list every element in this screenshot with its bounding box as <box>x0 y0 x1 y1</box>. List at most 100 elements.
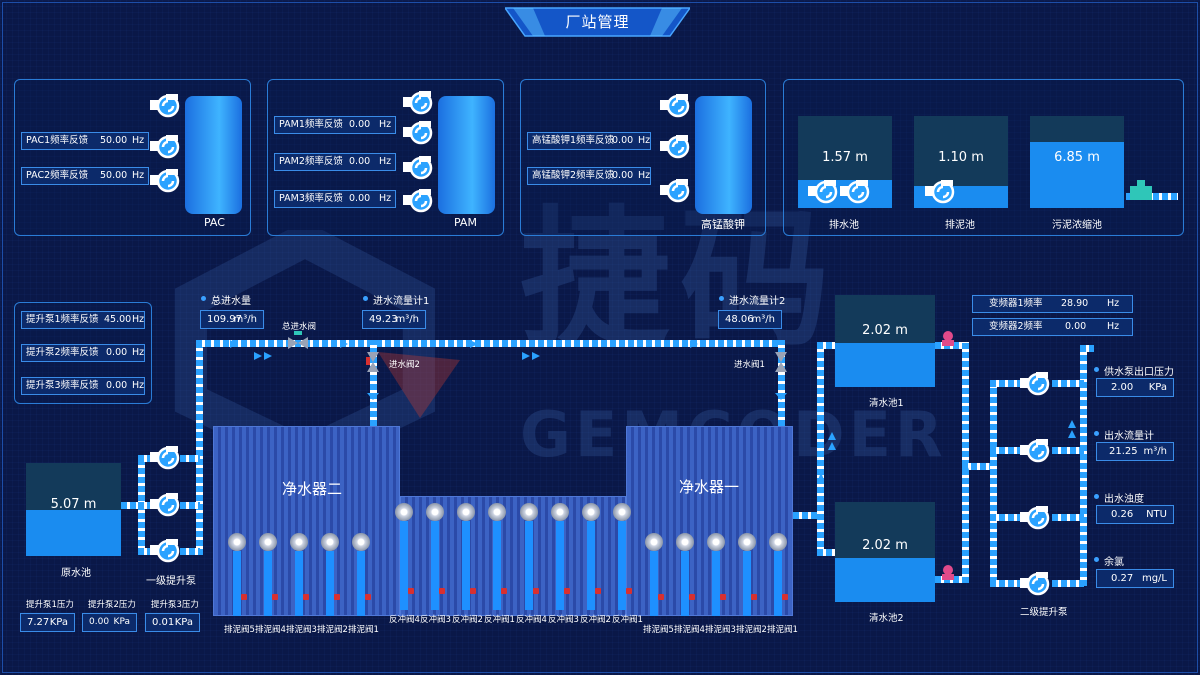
valve-label-m4: 反冲阀1 <box>484 615 515 625</box>
backwash-5-valve-icon[interactable] <box>533 588 539 594</box>
sludge-left-1-valve-icon[interactable] <box>241 594 247 600</box>
backwash-8-stem <box>618 521 626 610</box>
main-inlet-valve-icon <box>288 331 308 349</box>
lift3-readout: 提升泵3频率反馈 0.00 Hz <box>21 377 145 395</box>
secondary-pump1-icon <box>1018 370 1050 396</box>
sludge-right-2-valve-icon[interactable] <box>689 594 695 600</box>
pam-pump1-icon <box>401 89 433 115</box>
pam-pump3-icon <box>401 154 433 180</box>
sludge-left-3-stem <box>295 551 303 616</box>
pipe-secondary-riser <box>962 342 969 583</box>
output-flow-label: 出水流量计 <box>1094 427 1154 442</box>
valve-label-m1: 反冲阀4 <box>389 615 420 625</box>
flow-meter1-label: 进水流量计1 <box>363 292 429 307</box>
valve-label-m6: 反冲阀3 <box>548 615 579 625</box>
sludge-right-3-valve-icon[interactable] <box>720 594 726 600</box>
lift2-readout: 提升泵2频率反馈 0.00 Hz <box>21 344 145 362</box>
backwash-6-valve-icon[interactable] <box>564 588 570 594</box>
pipe-sp1-in <box>990 380 1020 387</box>
kmno4-panel: 高锰酸钾 高锰酸钾1频率反馈 0.00 Hz 高锰酸钾2频率反馈 0.00 Hz <box>520 79 766 236</box>
clear-pool-2: 2.02 m <box>835 502 935 602</box>
sludge-left-4-disk-icon <box>321 533 339 551</box>
sludge-right-4-disk-icon <box>738 533 756 551</box>
pipe-secondary-feed <box>962 463 994 470</box>
pipe-pump1-out <box>138 455 152 462</box>
primary-pump-name: 一级提升泵 <box>146 576 196 587</box>
backwash-4-stem <box>493 521 501 610</box>
backwash-1-valve-icon[interactable] <box>408 588 414 594</box>
backwash-3-valve-icon[interactable] <box>470 588 476 594</box>
secondary-pump2-icon <box>1018 437 1050 463</box>
thickener-pool: 6.85 m <box>1030 116 1124 208</box>
lift-pump2-icon <box>148 491 180 517</box>
total-inflow-label: 总进水量 <box>201 292 251 307</box>
valve-label-r2: 排泥阀4 <box>674 625 705 635</box>
pressure2-label: 提升泵2压力 <box>88 600 136 610</box>
backwash-3-stem <box>462 521 470 610</box>
sludge-right-5-valve-icon[interactable] <box>782 594 788 600</box>
pipe-sp1-out <box>1052 380 1084 387</box>
clear1-outlet-valve-icon <box>942 331 954 346</box>
drain-pump1-icon <box>806 178 838 204</box>
pipe-pump2-to-riser <box>180 502 200 509</box>
backwash-7-valve-icon[interactable] <box>595 588 601 594</box>
pam-pump2-icon <box>401 119 433 145</box>
sludge-left-2-stem <box>264 551 272 616</box>
inlet-valve1-label: 进水阀1 <box>734 360 765 370</box>
purifier-two <box>213 426 400 616</box>
valve-label-r4: 排泥阀2 <box>736 625 767 635</box>
lift-pump-panel: 提升泵1频率反馈 45.00 Hz 提升泵2频率反馈 0.00 Hz 提升泵3频… <box>14 302 152 404</box>
sludge-left-2-valve-icon[interactable] <box>272 594 278 600</box>
sludge-left-5-disk-icon <box>352 533 370 551</box>
sludge-left-4-valve-icon[interactable] <box>334 594 340 600</box>
pipe-pump3-to-riser <box>180 548 200 555</box>
backwash-2-valve-icon[interactable] <box>439 588 445 594</box>
sludge-right-2-disk-icon <box>676 533 694 551</box>
sludge-left-5-valve-icon[interactable] <box>365 594 371 600</box>
clear-pool-1-name: 清水池1 <box>869 398 904 409</box>
pipe-pump2-out <box>138 502 152 509</box>
valve-label-r3: 排泥阀3 <box>705 625 736 635</box>
pam-name: PAM <box>454 216 477 229</box>
page-title-text: 厂站管理 <box>565 13 630 31</box>
pipe-sp4-in <box>990 580 1020 587</box>
sludge-right-2-stem <box>681 551 689 616</box>
valve-label-l5: 排泥阀1 <box>348 625 379 635</box>
pipe-main-header <box>196 340 782 347</box>
pam-tank <box>438 96 495 214</box>
backwash-1-disk-icon <box>395 503 413 521</box>
inlet-valve2-icon <box>366 352 379 372</box>
sludge-left-3-valve-icon[interactable] <box>303 594 309 600</box>
sludge-left-2-disk-icon <box>259 533 277 551</box>
sludge-right-1-valve-icon[interactable] <box>658 594 664 600</box>
backwash-8-valve-icon[interactable] <box>626 588 632 594</box>
pipe-to-purifier2 <box>370 340 377 426</box>
flow-arrows-icon <box>230 340 1076 480</box>
clear2-outlet-valve-icon <box>942 565 954 580</box>
lift-pump1-icon <box>148 444 180 470</box>
pac-tank <box>185 96 242 214</box>
backwash-6-disk-icon <box>551 503 569 521</box>
backwash-1-stem <box>400 521 408 610</box>
pipe-secondary-outlet <box>1080 345 1087 586</box>
pipe-pump1-to-riser <box>180 455 200 462</box>
valve-label-l2: 排泥阀4 <box>255 625 286 635</box>
pam2-readout: PAM2频率反馈 0.00 Hz <box>274 153 396 171</box>
sludge-right-4-valve-icon[interactable] <box>751 594 757 600</box>
sludge-left-1-stem <box>233 551 241 616</box>
sludge-right-5-stem <box>774 551 782 616</box>
backwash-2-disk-icon <box>426 503 444 521</box>
backwash-4-valve-icon[interactable] <box>501 588 507 594</box>
kmno4-pump3-icon <box>658 177 690 203</box>
pipe-sp4-out <box>1052 580 1084 587</box>
thickener-valve-icon <box>1130 180 1152 200</box>
kmno4-name: 高锰酸钾 <box>701 218 745 231</box>
output-turbidity-label: 出水浊度 <box>1094 490 1144 505</box>
